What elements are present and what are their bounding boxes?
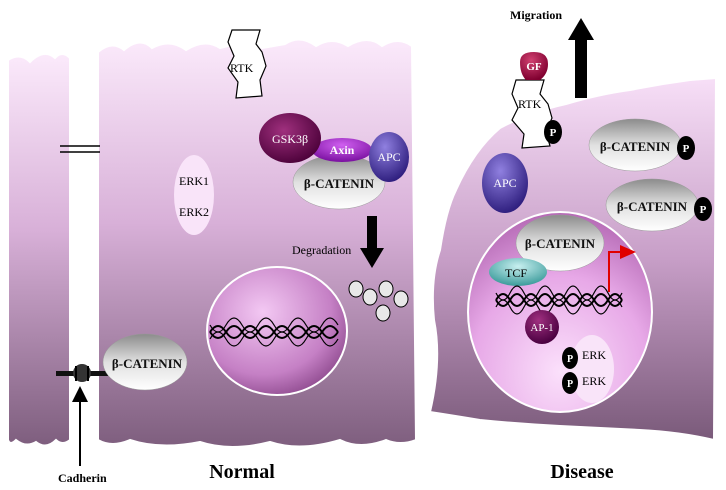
rtk-phospho-node: P <box>544 120 562 144</box>
ap1-node: AP-1 <box>525 310 559 344</box>
gf-node: GF <box>520 52 548 80</box>
apc-node-disease: APC <box>482 153 528 213</box>
erk-phospho-label-1: P <box>567 354 573 365</box>
rtk-receptor-normal: RTK <box>227 29 267 99</box>
phospho-label-1: P <box>683 143 690 155</box>
beta-catenin-membrane-node: β-CATENIN <box>102 333 188 391</box>
erk1-label: ERK1 <box>179 174 209 188</box>
gf-label: GF <box>526 61 542 73</box>
ap1-label: AP-1 <box>530 322 553 334</box>
dna-disease <box>495 285 623 315</box>
beta-catenin-disease-2-label: β-CATENIN <box>617 199 688 214</box>
apc-node-normal <box>369 132 409 182</box>
rtk-phospho-label: P <box>550 127 557 139</box>
beta-catenin-complex-label: β-CATENIN <box>304 176 375 191</box>
erk-disease: P ERK P ERK <box>562 335 614 403</box>
beta-catenin-disease-1-label: β-CATENIN <box>600 139 671 154</box>
cadherin-connector <box>56 364 108 382</box>
disease-title: Disease <box>550 461 613 483</box>
nuclear-beta-catenin-label: β-CATENIN <box>525 236 596 251</box>
beta-catenin-disease-1: β-CATENIN P <box>588 118 695 172</box>
nuclear-beta-catenin-node: β-CATENIN <box>515 214 605 272</box>
degradation-arrow <box>360 216 384 268</box>
erk-phospho-label-2: P <box>567 379 573 390</box>
degradation-label: Degradation <box>292 243 351 257</box>
dna-normal <box>209 317 339 347</box>
gsk3b-label: GSK3β <box>272 132 308 146</box>
beta-catenin-disease-2: β-CATENIN P <box>605 178 712 232</box>
rtk-receptor-disease: RTK <box>511 79 553 149</box>
cadherin-arrow <box>72 386 88 466</box>
apc-label-disease: APC <box>493 176 516 190</box>
axin-node <box>312 138 372 162</box>
erk-label-2: ERK <box>582 374 606 388</box>
cell-junction-marks <box>60 145 100 153</box>
left-neighbor-cell <box>7 52 71 447</box>
transcription-arrow <box>608 245 636 292</box>
beta-catenin-membrane-label: β-CATENIN <box>112 356 183 371</box>
tcf-node: TCF <box>489 258 547 286</box>
erk-normal: ERK1 ERK2 <box>174 155 214 235</box>
erk2-label: ERK2 <box>179 205 209 219</box>
rtk-label-normal: RTK <box>230 61 254 75</box>
erk-label-1: ERK <box>582 348 606 362</box>
nucleus-normal <box>206 266 348 396</box>
migration-arrow <box>568 18 594 98</box>
degradation-fragments <box>348 280 409 322</box>
axin-label: Axin <box>330 143 355 157</box>
gsk3b-node <box>259 113 321 163</box>
destruction-complex: β-CATENIN Axin GSK3β APC <box>259 113 409 210</box>
cadherin-label: Cadherin <box>58 471 107 485</box>
migration-label: Migration <box>510 8 562 22</box>
apc-label-normal: APC <box>377 150 400 164</box>
tcf-label: TCF <box>505 266 527 280</box>
rtk-label-disease: RTK <box>518 97 542 111</box>
normal-title: Normal <box>209 461 275 483</box>
phospho-label-2: P <box>700 204 707 216</box>
